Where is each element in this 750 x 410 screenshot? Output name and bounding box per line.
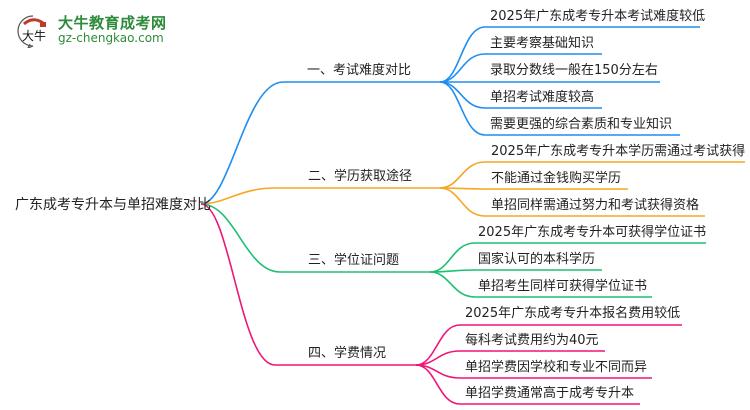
branch-node-tuition[interactable]: 四、学费情况 [308, 346, 387, 361]
connector-root-branch-1 [200, 81, 440, 205]
leaf-node[interactable]: 每科考试费用约为40元 [465, 333, 599, 348]
logo-url: gz-chengkao.com [58, 31, 164, 45]
branch-node-exam-difficulty[interactable]: 一、考试难度对比 [307, 63, 412, 78]
branch-node-degree-path[interactable]: 二、学历获取途径 [308, 169, 413, 184]
leaf-node[interactable]: 国家认可的本科学历 [478, 252, 596, 267]
svg-text:大牛: 大牛 [22, 28, 46, 43]
connectors-branch-3 [429, 242, 706, 298]
logo-title: 大牛教育成考网 [58, 14, 167, 32]
connectors-branch-1 [439, 26, 700, 136]
leaf-node[interactable]: 2025年广东成考专升本报名费用较低 [465, 306, 681, 321]
leaf-node[interactable]: 录取分数线一般在150分左右 [490, 63, 658, 78]
leaf-node[interactable]: 主要考察基础知识 [490, 36, 595, 51]
connector-root-branch-4 [200, 203, 416, 366]
leaf-node[interactable]: 不能通过金钱购买学历 [491, 171, 622, 186]
leaf-node[interactable]: 2025年广东成考专升本学历需通过考试获得 [491, 144, 746, 159]
connector-root-branch-3 [200, 203, 430, 273]
connectors-branch-4 [415, 324, 682, 405]
leaf-node[interactable]: 单招考生同样可获得学位证书 [478, 279, 648, 294]
site-logo[interactable]: 大牛 大牛教育成考网 gz-chengkao.com [16, 12, 186, 48]
leaf-node[interactable]: 单招考试难度较高 [490, 90, 595, 105]
connectors-branch-2 [439, 161, 745, 217]
branch-node-degree-cert[interactable]: 三、学位证问题 [308, 253, 400, 268]
leaf-node[interactable]: 单招学费通常高于成考专升本 [465, 386, 635, 401]
root-node[interactable]: 广东成考专升本与单招难度对比 [15, 197, 211, 213]
connector-root-branch-2 [200, 187, 440, 205]
leaf-node[interactable]: 单招同样需通过努力和考试获得资格 [491, 198, 700, 213]
leaf-node[interactable]: 2025年广东成考专升本考试难度较低 [490, 9, 706, 24]
logo-mark-icon: 大牛 [17, 15, 46, 48]
leaf-node[interactable]: 需要更强的综合素质和专业知识 [490, 117, 673, 132]
leaf-node[interactable]: 单招学费因学校和专业不同而异 [465, 360, 648, 375]
leaf-node[interactable]: 2025年广东成考专升本可获得学位证书 [478, 225, 707, 240]
